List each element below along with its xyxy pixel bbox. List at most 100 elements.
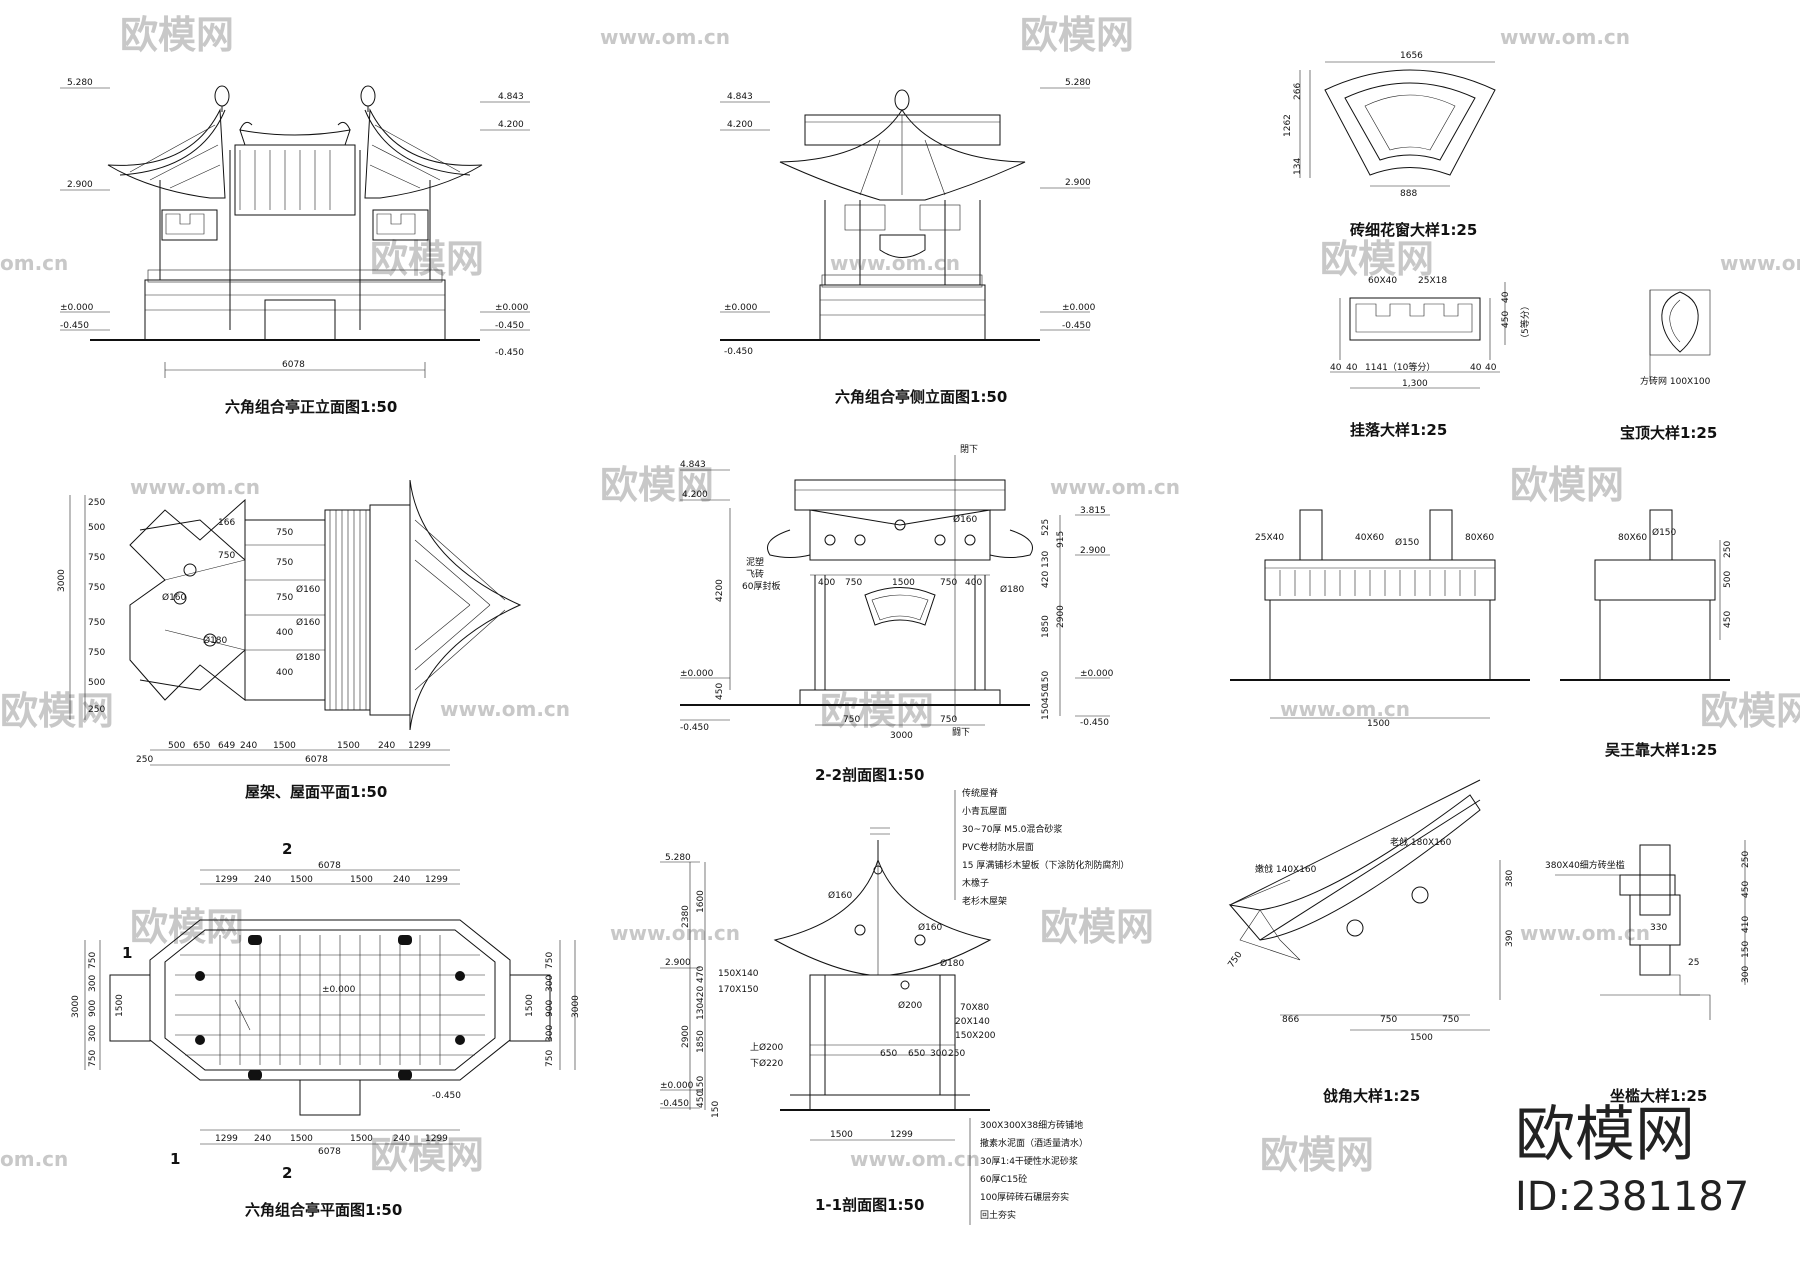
brand-block: 欧模网 ID:2381187 <box>1515 1100 1749 1220</box>
plan-right: 300 <box>545 975 555 992</box>
sec11-dim: 下Ø220 <box>750 1058 784 1069</box>
side-elev-title: 六角组合亭侧立面图1:50 <box>835 388 1007 406</box>
roof-plan-v: 750 <box>88 618 105 628</box>
plan-right: 900 <box>545 1000 555 1017</box>
sec11-dim: 650 <box>908 1049 925 1059</box>
plan-bottom: 1299 <box>425 1134 448 1144</box>
hanging-dim: 25X18 <box>1418 276 1447 286</box>
sec22-title: 2-2剖面图1:50 <box>815 766 924 784</box>
watermark-brand: 欧模网 <box>600 463 714 507</box>
roof-plan-dim: 400 <box>276 628 293 638</box>
watermark-url: www.om.cn <box>130 475 260 499</box>
front-elev-level: 4.843 <box>498 92 524 102</box>
wuwang-dim: Ø150 <box>1395 537 1420 548</box>
plan-left: 750 <box>88 1050 98 1067</box>
watermark-brand: 欧模网 <box>370 237 484 281</box>
plan-mid: 1500 <box>525 994 535 1017</box>
plan-bottom: 1299 <box>215 1134 238 1144</box>
sec11-dim: 420 <box>696 986 706 1003</box>
roof-plan-v: 750 <box>88 553 105 563</box>
front-elev-level: 2.900 <box>67 180 93 190</box>
sec22-level: -0.450 <box>1080 718 1109 728</box>
brick-window-detail: 1656 888 266 1262 134 砖细花窗大样1:25 <box>1283 51 1496 239</box>
wuwang-dim: Ø150 <box>1652 527 1677 538</box>
sec22-dim: 130 <box>1041 551 1051 568</box>
sec11-dim: 上Ø200 <box>750 1042 784 1053</box>
plan-left: 750 <box>88 952 98 969</box>
wuwang-dim: 80X60 <box>1618 533 1647 543</box>
sec11-dim: 2380 <box>681 905 691 928</box>
wuwang-detail: 25X40 40X60 Ø150 80X60 1500 80X60 Ø150 2… <box>1230 509 1733 759</box>
sill-dim: 330 <box>1650 923 1667 933</box>
sec22-dim: 4200 <box>715 579 725 602</box>
roof-plan-dim: Ø160 <box>162 592 187 603</box>
side-elev-level: 4.200 <box>727 120 753 130</box>
sec11-dim: 450 <box>696 1091 706 1108</box>
sec11-dim: 470 <box>696 966 706 983</box>
plan-bottom: 240 <box>254 1134 271 1144</box>
sill-dim: 410 <box>1741 916 1751 933</box>
side-elev-level: 5.280 <box>1065 78 1091 88</box>
corner-dim: 老戗 180X160 <box>1390 836 1452 848</box>
column-dot <box>398 935 412 945</box>
sec22-dim: 750 <box>940 715 957 725</box>
watermark-url: www.om.cn <box>1500 25 1630 49</box>
sec22-dim: 1500 <box>892 578 915 588</box>
brand-id: ID:2381187 <box>1515 1174 1749 1220</box>
plan-section-mark: 1 <box>170 1150 180 1168</box>
column-dot <box>195 1035 205 1045</box>
sec11-layer: 60厚C15砼 <box>980 1173 1027 1185</box>
plan-total-b: 6078 <box>318 1147 341 1157</box>
sec22-dim: 915 <box>1056 531 1066 548</box>
sec11-layer: 小青瓦屋面 <box>962 805 1007 817</box>
watermark-brand: 欧模网 <box>1040 905 1154 949</box>
sec11-layer: 300X300X38细方砖铺地 <box>980 1119 1083 1131</box>
sec11-dim: 150X200 <box>955 1031 996 1041</box>
sec22-dim: 2900 <box>1056 605 1066 628</box>
plan-top: 1299 <box>215 875 238 885</box>
roof-plan-title: 屋架、屋面平面1:50 <box>245 783 387 801</box>
sec11-dim: 170X150 <box>718 985 759 995</box>
roof-plan: Ø160 Ø180 Ø160 Ø160 Ø180 750 750 750 400… <box>57 479 522 801</box>
plan-total-l: 3000 <box>71 995 81 1018</box>
roof-plan-v: 750 <box>88 583 105 593</box>
corner-dim: 1500 <box>1410 1033 1433 1043</box>
watermarks: 欧模网 www.om.cn 欧模网 www.om.cn om.cn 欧模网 ww… <box>0 13 1800 1177</box>
sec11-layer: 100厚碎砖石碾层夯实 <box>980 1191 1069 1203</box>
hanging-detail: 60X40 25X18 40 40 1141（10等分） 40 40 1,300… <box>1330 276 1531 439</box>
column-dot <box>248 935 262 945</box>
sec11-dim: 300 <box>930 1049 947 1059</box>
sec22-level: 2.900 <box>1080 546 1106 556</box>
plan-left: 900 <box>88 1000 98 1017</box>
sec11-dim: 2900 <box>681 1025 691 1048</box>
roof-plan-dim: Ø180 <box>203 635 228 646</box>
front-elev-level: 4.200 <box>498 120 524 130</box>
plan-mid: 1500 <box>115 994 125 1017</box>
finial-detail: 方砖网 100X100 宝顶大样1:25 <box>1620 289 1717 442</box>
sec11-dim: Ø160 <box>828 890 853 901</box>
plan-top: 1500 <box>350 875 373 885</box>
roof-plan-total-h: 6078 <box>305 755 328 765</box>
roof-plan-h: 649 <box>218 741 235 751</box>
plan-left: 300 <box>88 975 98 992</box>
plan-right: 750 <box>545 1050 555 1067</box>
front-elev-level: -0.450 <box>495 321 524 331</box>
hanging-title: 挂落大样1:25 <box>1350 421 1447 439</box>
plan-section-mark: 2 <box>282 840 292 858</box>
watermark-url: www.om.cn <box>830 251 960 275</box>
sec11-level: 2.900 <box>665 958 691 968</box>
roof-plan-dim: Ø180 <box>296 652 321 663</box>
wuwang-dim: 80X60 <box>1465 533 1494 543</box>
roof-plan-h: 240 <box>378 741 395 751</box>
sec22-dim: 3000 <box>890 731 913 741</box>
wuwang-dim: 250 <box>1723 541 1733 558</box>
plan-elev: -0.450 <box>432 1091 461 1101</box>
roof-slats <box>329 510 367 710</box>
roof-plan-dim: Ø160 <box>296 584 321 595</box>
sec22-level: ±0.000 <box>680 669 714 679</box>
plan-section-mark: 1 <box>122 944 132 962</box>
hanging-dim: 40 <box>1470 363 1482 373</box>
watermark-brand: 欧模网 <box>1260 1133 1374 1177</box>
sec22-dim: 420 <box>1041 571 1051 588</box>
floor-plan: ±0.000 -0.450 2 2 1 1 6078 1299 240 1500… <box>71 840 581 1219</box>
